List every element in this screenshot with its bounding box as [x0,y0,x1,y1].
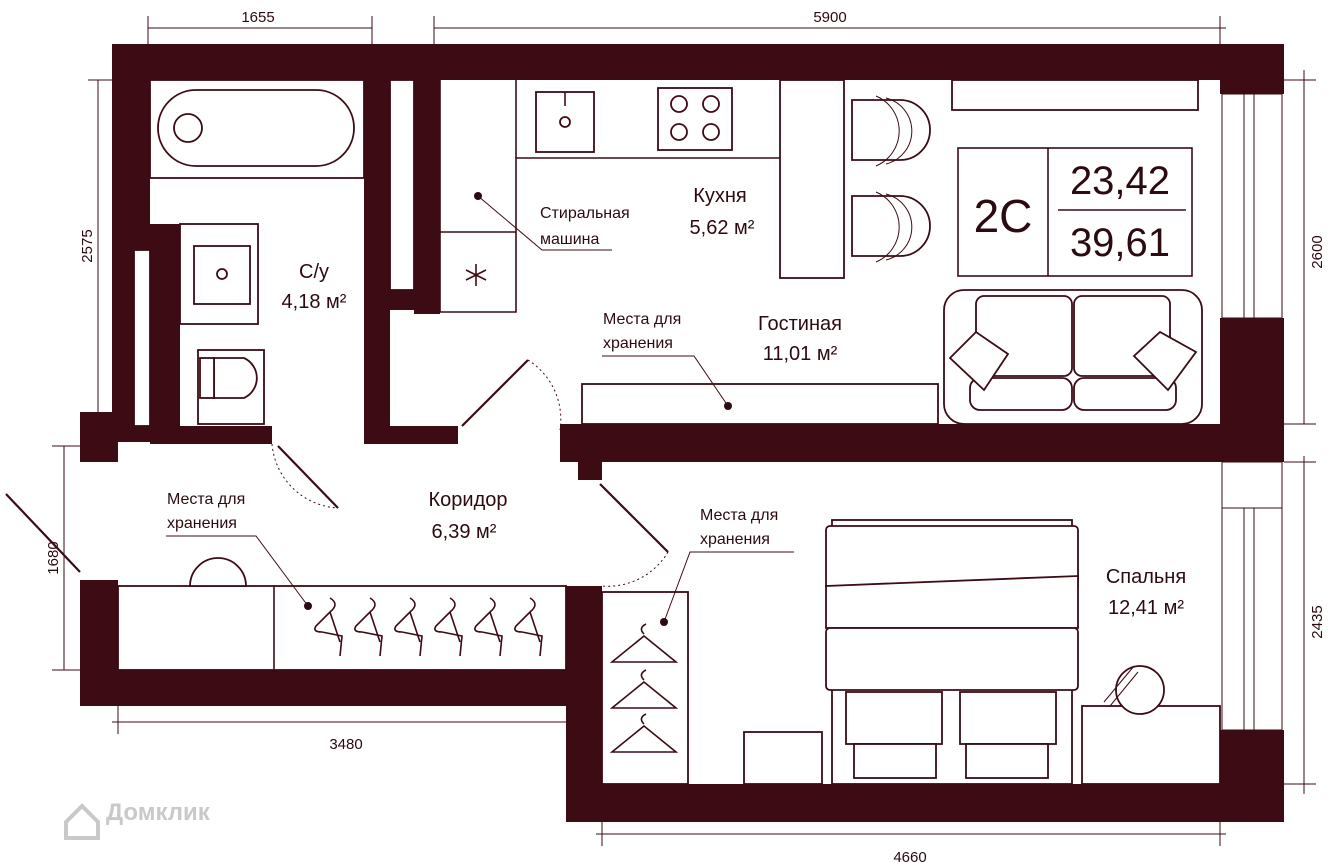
bath-sink [179,223,259,325]
label-washer-2: машина [540,231,600,248]
room-area-living: 11,01 м² [763,343,838,365]
house-icon [64,803,100,840]
kitchen-counter [439,80,780,313]
walls [80,44,1284,822]
room-area-bathroom: 4,18 м² [282,291,347,313]
dim-bottom-left: 3480 [329,736,362,753]
dim-top-right: 5900 [813,9,846,26]
dim-top-left: 1655 [241,9,274,26]
callouts [166,192,794,626]
corridor-storage [117,557,567,671]
bathtub [149,79,365,179]
dim-right-upper: 2600 [1309,235,1326,268]
dimension-lines [52,16,1316,846]
desk [1081,705,1221,785]
label-storage-bedroom-1: Места для [700,507,778,524]
label-storage-living-1: Места для [603,311,681,328]
room-name-bathroom: С/у [299,261,329,283]
dim-right-lower: 2435 [1309,605,1326,638]
room-area-kitchen: 5,62 м² [690,217,755,239]
total-area-value: 39,61 [1070,221,1170,265]
hangers [314,597,543,657]
bar-stool [851,95,931,167]
dim-left-lower: 1680 [45,541,62,574]
toilet [197,349,265,425]
apartment-type: 2С [974,190,1033,242]
label-storage-living-2: хранения [603,335,673,352]
bedroom-wardrobe [601,591,689,785]
watermark-text: Домклик [106,799,211,826]
watermark: Домклик [64,799,211,840]
wall-shelf [951,79,1199,111]
room-name-corridor: Коридор [429,489,508,511]
desk-chair [1103,665,1165,715]
doors [5,359,669,587]
label-washer-1: Стиральная [540,205,630,222]
storage-living [581,383,939,425]
label-storage-bedroom-2: хранения [700,531,770,548]
label-storage-corridor-1: Места для [167,491,245,508]
room-name-bedroom: Спальня [1106,566,1186,588]
label-storage-corridor-2: хранения [167,515,237,532]
room-area-bedroom: 12,41 м² [1108,597,1184,619]
bar-stool [851,191,931,263]
room-area-corridor: 6,39 м² [432,521,497,543]
room-name-living: Гостиная [758,313,842,335]
snowflake-icon [465,264,487,286]
dim-bottom-right: 4660 [893,849,926,866]
windows [1221,93,1283,731]
nightstand [743,731,823,785]
living-area-value: 23,42 [1070,159,1170,203]
dim-left-upper: 2575 [79,229,96,262]
bed [825,519,1079,785]
stove [657,87,733,151]
bar-counter [779,79,845,279]
sofa [943,289,1203,425]
room-name-kitchen: Кухня [693,185,747,207]
summary-box [957,147,1193,277]
